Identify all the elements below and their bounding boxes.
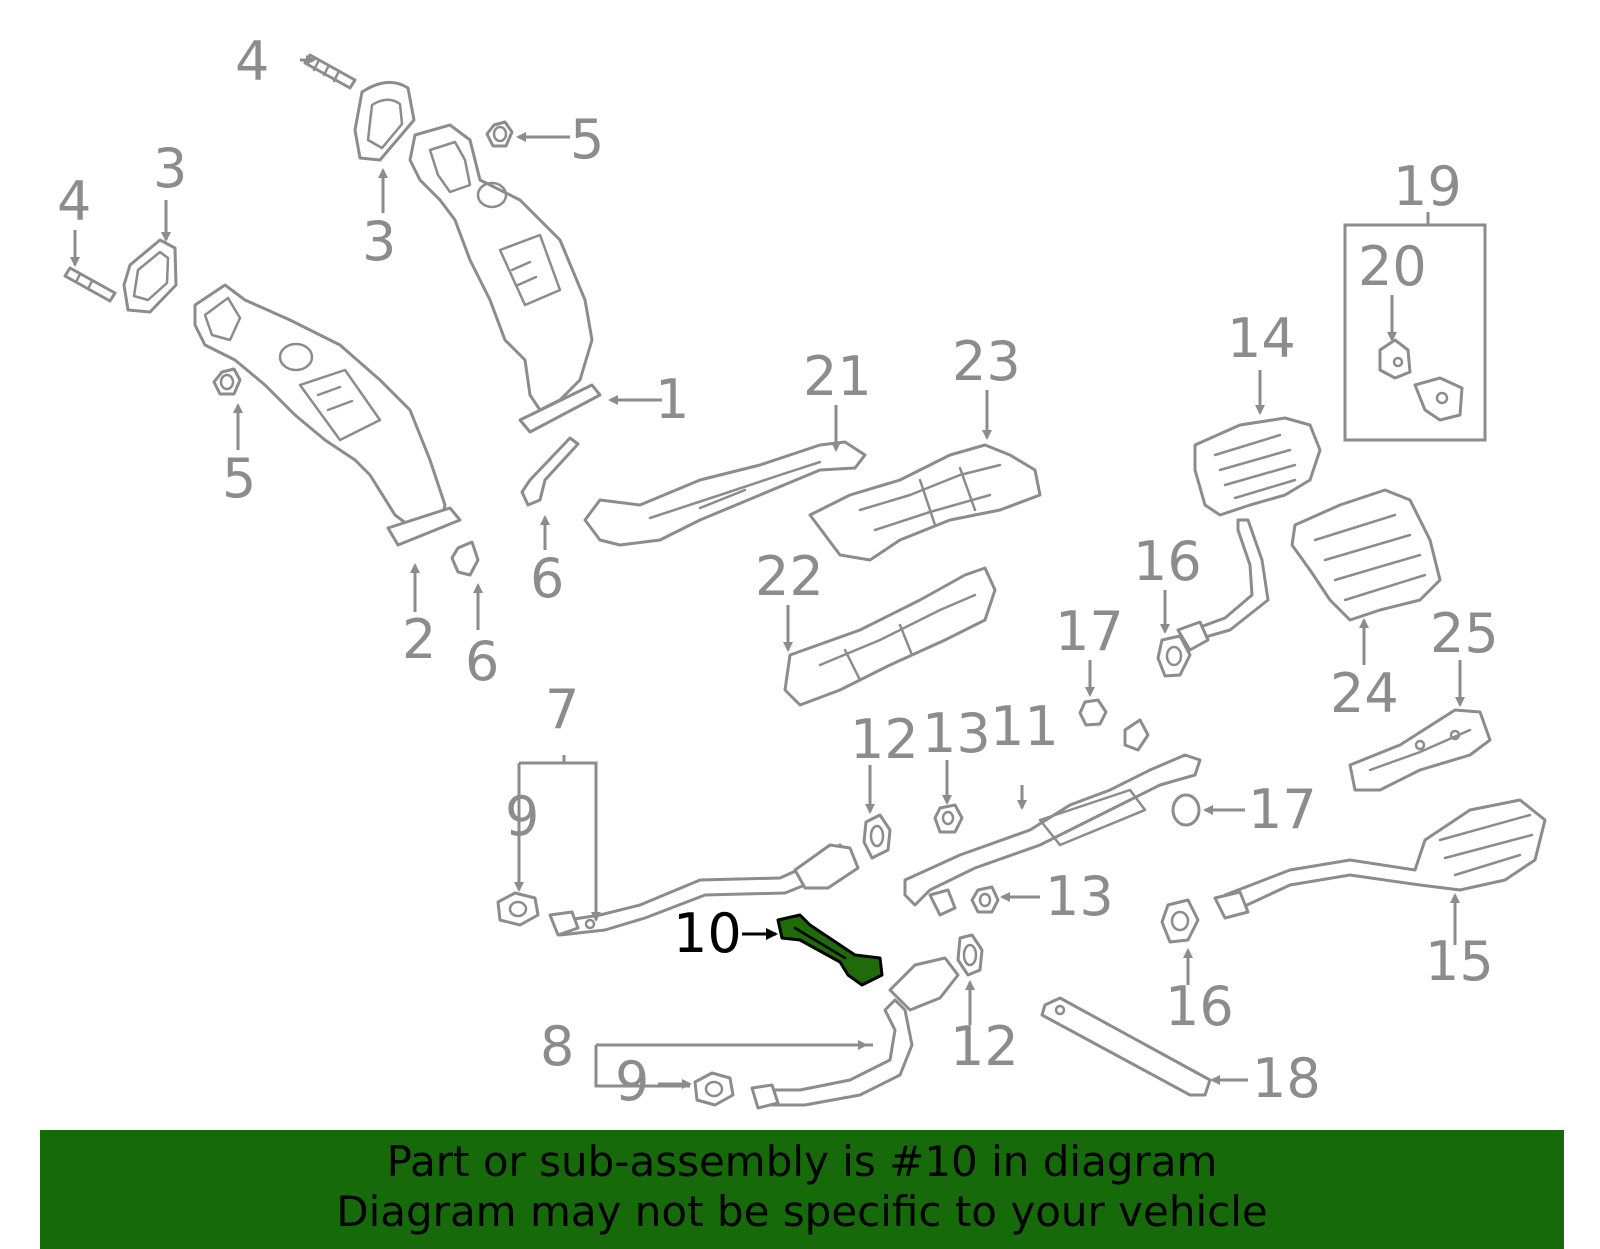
part-12-gasket-lower bbox=[956, 933, 984, 977]
callout-19: 19 bbox=[1393, 155, 1462, 218]
callout-1: 1 bbox=[655, 368, 689, 431]
callout-24: 24 bbox=[1330, 662, 1399, 725]
callout-20: 20 bbox=[1358, 235, 1427, 298]
callout-23: 23 bbox=[952, 330, 1021, 393]
callout-6-upper: 6 bbox=[530, 547, 564, 610]
leader-lines bbox=[70, 55, 1465, 1089]
callout-17-right: 17 bbox=[1248, 778, 1317, 841]
part-5-nut-upper bbox=[485, 120, 514, 148]
part-25-heat-shield bbox=[1348, 708, 1492, 792]
callout-16-lower: 16 bbox=[1165, 975, 1234, 1038]
part-3-gasket-upper bbox=[353, 80, 416, 162]
part-16-gasket-lower bbox=[1160, 898, 1200, 944]
part-17-hanger-right bbox=[1171, 793, 1201, 827]
callout-17-upper: 17 bbox=[1055, 600, 1124, 663]
callout-7: 7 bbox=[545, 678, 579, 741]
callout-5-upper: 5 bbox=[570, 108, 604, 171]
callout-12-lower: 12 bbox=[950, 1015, 1019, 1078]
banner-background bbox=[40, 1130, 1564, 1249]
banner-line-2: Diagram may not be specific to your vehi… bbox=[336, 1187, 1268, 1236]
callout-13-lower: 13 bbox=[1045, 865, 1114, 928]
part-22-heat-shield bbox=[783, 566, 997, 707]
part-17-hanger-upper bbox=[1078, 698, 1108, 727]
callout-13-upper: 13 bbox=[922, 702, 991, 765]
part-1-catalytic-converter-front bbox=[408, 123, 602, 434]
part-19-hanger-kit-box bbox=[1343, 223, 1487, 442]
bracket-8 bbox=[594, 1043, 873, 1088]
part-4-stud-left bbox=[63, 266, 117, 303]
part-3-gasket-left bbox=[122, 238, 178, 314]
callout-12-upper: 12 bbox=[850, 708, 919, 771]
part-21-heat-shield bbox=[583, 440, 867, 547]
callout-9-lower: 9 bbox=[615, 1050, 649, 1113]
part-18-strap bbox=[1040, 996, 1212, 1097]
part-9-gasket-lower bbox=[693, 1071, 735, 1107]
callout-10: 10 bbox=[673, 902, 742, 965]
part-20-hanger bbox=[1378, 338, 1464, 422]
part-9-gasket-upper bbox=[496, 891, 540, 927]
part-10-bracket-highlighted bbox=[776, 913, 884, 987]
part-24-heat-shield bbox=[1290, 488, 1442, 622]
callout-5-left: 5 bbox=[222, 447, 256, 510]
part-15-muffler-rear bbox=[1213, 798, 1547, 920]
callout-11: 11 bbox=[990, 695, 1059, 758]
callout-16-upper: 16 bbox=[1133, 530, 1202, 593]
callout-labels: 4 4 3 3 5 5 1 2 6 6 21 23 22 14 19 20 16… bbox=[57, 30, 1499, 1113]
part-23-heat-shield bbox=[808, 443, 1042, 562]
callout-4-left: 4 bbox=[57, 170, 91, 233]
callout-4-upper: 4 bbox=[235, 30, 269, 93]
part-11-center-pipe bbox=[903, 718, 1202, 917]
callout-22: 22 bbox=[755, 545, 824, 608]
callout-18: 18 bbox=[1252, 1047, 1321, 1110]
callout-3-upper: 3 bbox=[362, 210, 396, 273]
callout-15: 15 bbox=[1425, 930, 1494, 993]
part-6-hanger-upper bbox=[520, 436, 580, 507]
part-8-rear-pipe bbox=[750, 956, 960, 1110]
part-6-hanger-lower bbox=[450, 540, 480, 577]
callout-2: 2 bbox=[402, 608, 436, 671]
callout-6-lower: 6 bbox=[465, 630, 499, 693]
part-7-front-pipe bbox=[548, 843, 860, 937]
callout-3-left: 3 bbox=[153, 137, 187, 200]
info-banner: Part or sub-assembly is #10 in diagram D… bbox=[40, 1130, 1564, 1244]
part-13-nut-upper bbox=[933, 803, 964, 834]
part-12-gasket-upper bbox=[862, 813, 892, 860]
callout-14: 14 bbox=[1227, 307, 1296, 370]
callout-21: 21 bbox=[803, 345, 872, 408]
part-13-nut-lower bbox=[970, 885, 1000, 914]
part-16-gasket-upper bbox=[1156, 634, 1192, 678]
part-14-muffler-front bbox=[1176, 416, 1322, 652]
part-5-nut-left bbox=[212, 367, 242, 396]
callout-9-upper: 9 bbox=[505, 785, 539, 848]
callout-8: 8 bbox=[540, 1015, 574, 1078]
callout-25: 25 bbox=[1430, 602, 1499, 665]
part-2-catalytic-converter-left bbox=[193, 283, 462, 547]
banner-line-1: Part or sub-assembly is #10 in diagram bbox=[386, 1137, 1218, 1186]
